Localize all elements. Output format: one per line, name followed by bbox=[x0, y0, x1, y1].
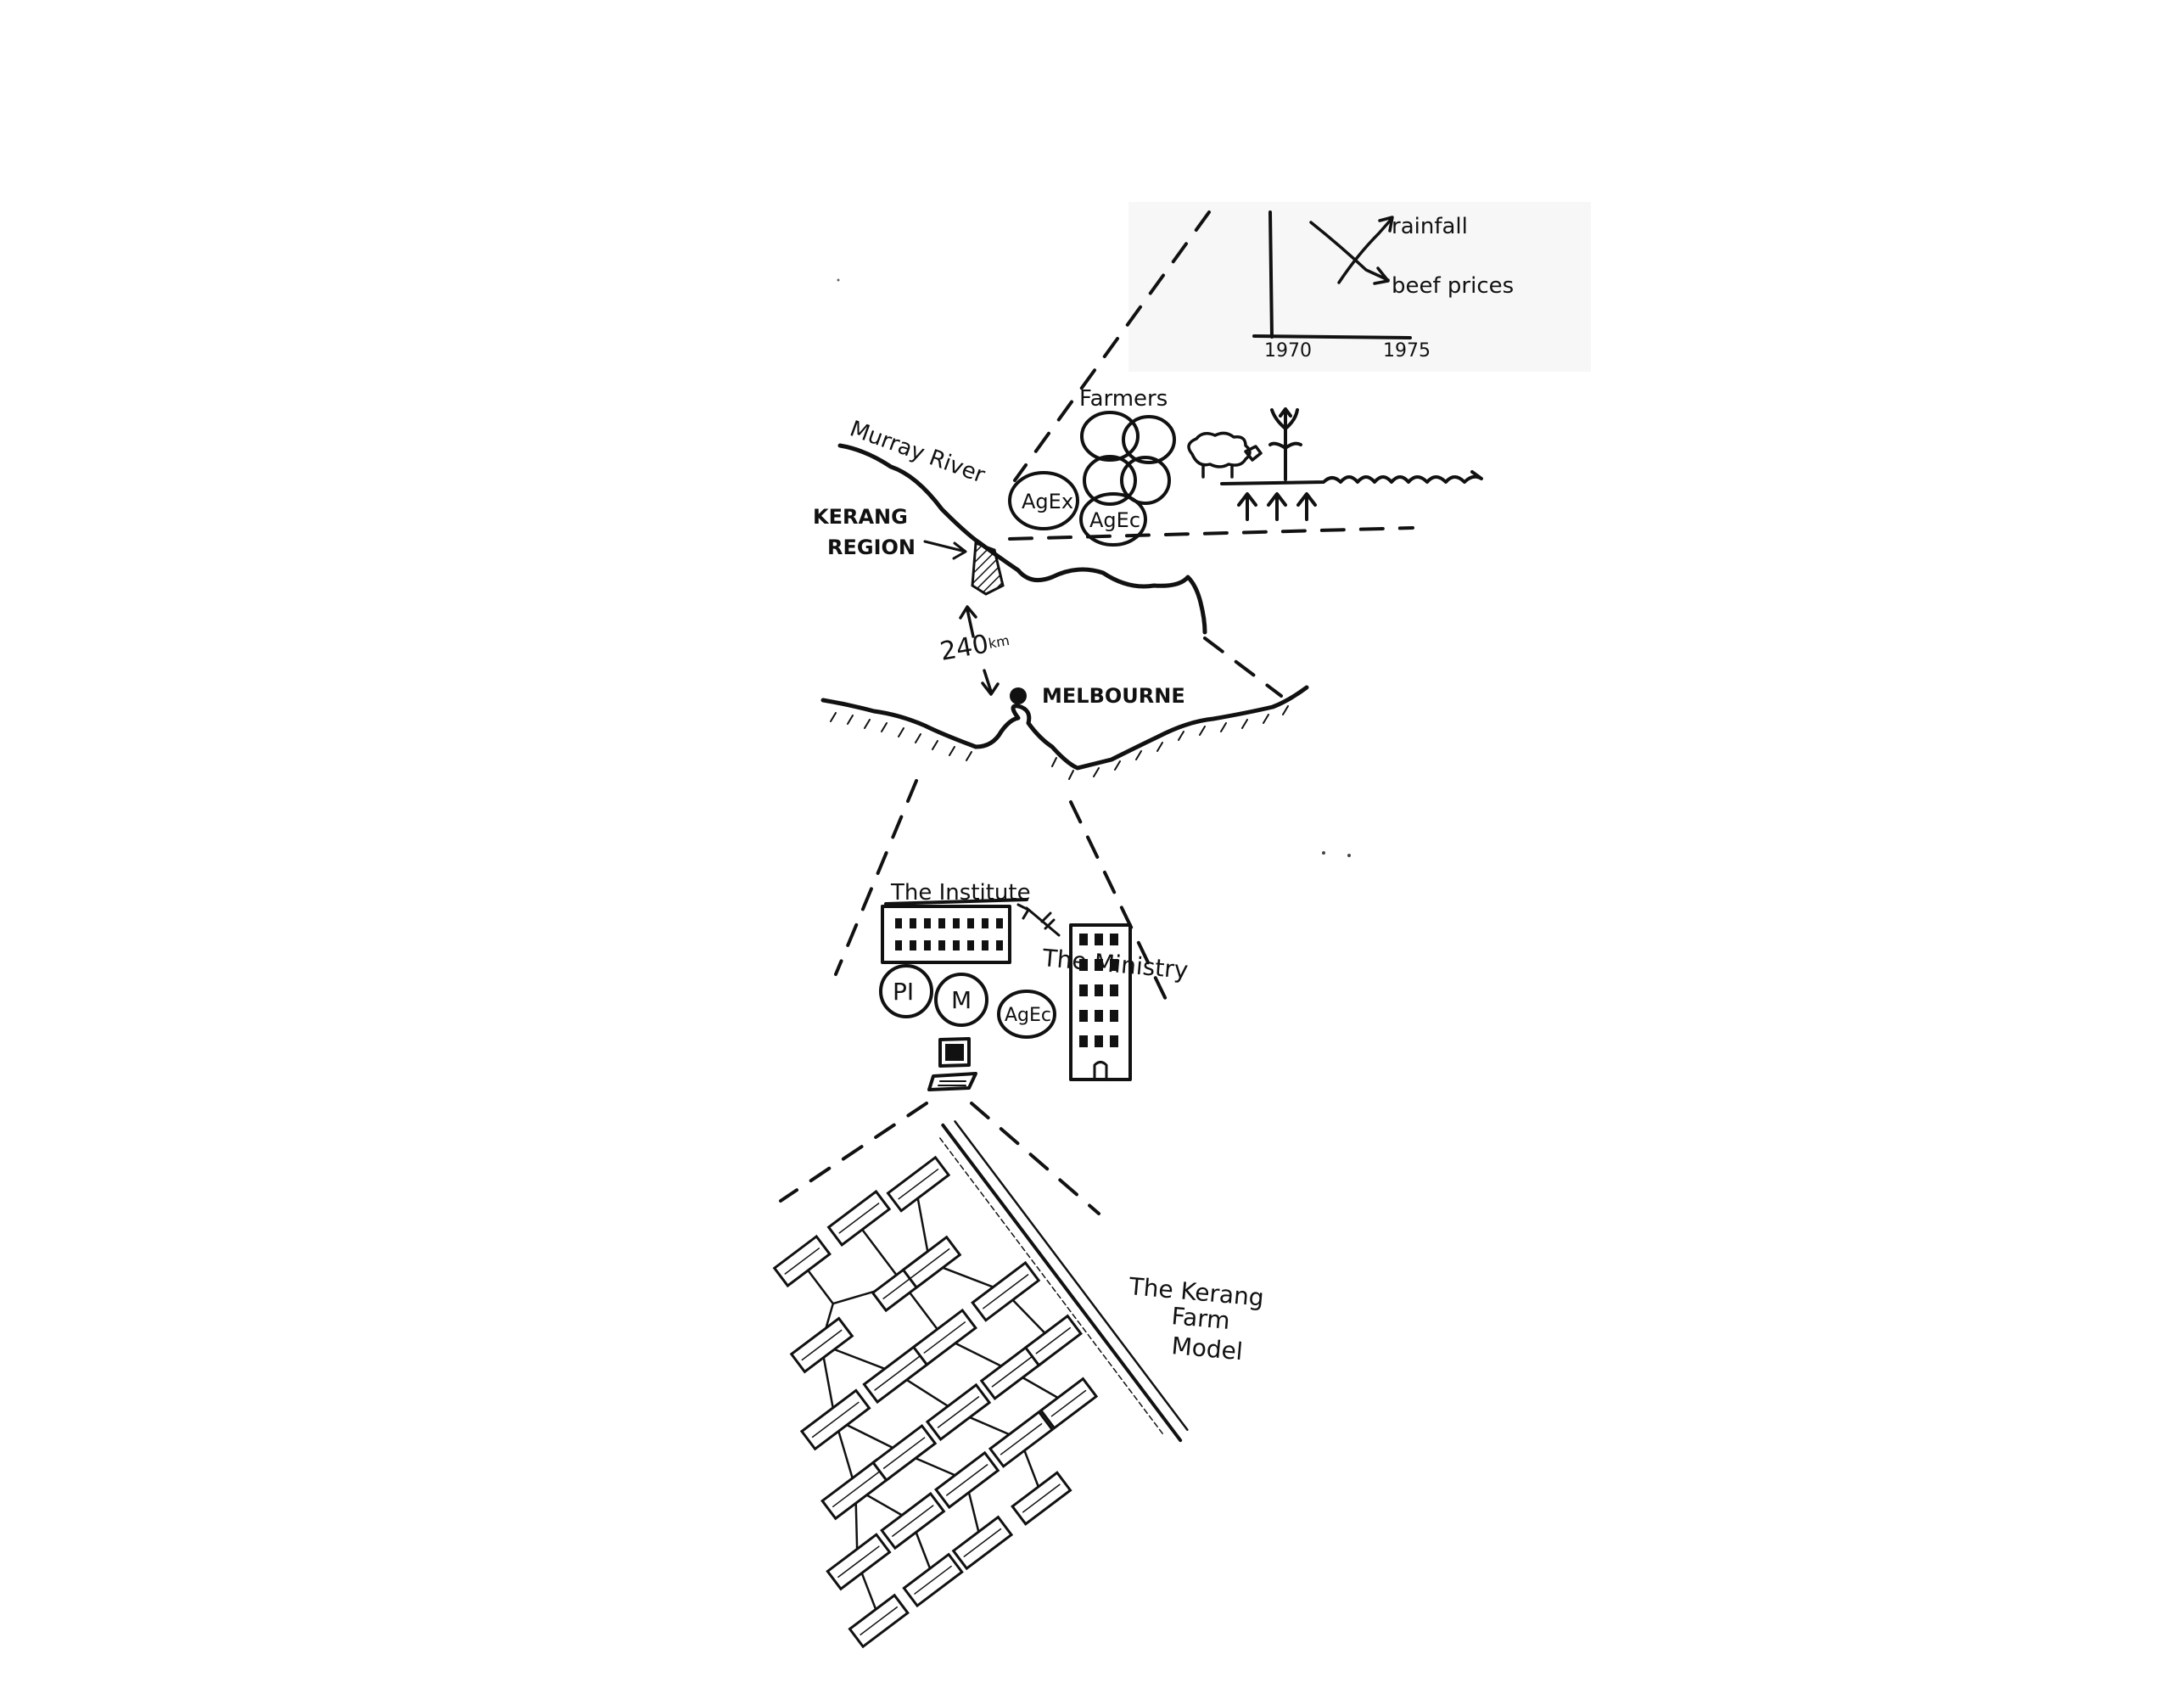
kerang-region-label-2: REGION bbox=[827, 536, 916, 559]
ground-line bbox=[1220, 470, 1483, 485]
ministry-building bbox=[1069, 923, 1132, 1081]
rainfall-trend-line bbox=[1337, 217, 1393, 284]
zoom-line-top-right bbox=[1008, 526, 1414, 541]
kerang-region-label-1: KERANG bbox=[813, 505, 908, 529]
up-arrow-2 bbox=[1267, 492, 1287, 521]
model-doc-right-edge bbox=[941, 1123, 1183, 1443]
m-label: M bbox=[951, 986, 972, 1014]
up-arrow-3 bbox=[1296, 492, 1317, 521]
ministry-windows bbox=[1079, 934, 1118, 1047]
speck bbox=[837, 278, 840, 282]
zoom-line-mid-left bbox=[834, 779, 918, 976]
model-title-line-3: Model bbox=[1170, 1332, 1244, 1366]
farmer-circle-1 bbox=[1080, 411, 1140, 462]
zoom-line-bottom-right bbox=[970, 1102, 1100, 1215]
farmer-circle-3 bbox=[1083, 455, 1137, 506]
distance-value: 240 bbox=[938, 629, 990, 666]
organisations: The Institute The Ministry PI M AgEc bbox=[879, 880, 1190, 1091]
agex-circle bbox=[1008, 471, 1079, 530]
farmers-label: Farmers bbox=[1079, 386, 1168, 412]
coastline-hatch bbox=[830, 705, 1289, 780]
institute-ministry-link bbox=[1016, 903, 1061, 937]
beef-prices-arrow-head bbox=[1373, 266, 1390, 285]
murray-river-line bbox=[837, 443, 1207, 635]
model-doc-title-strip bbox=[939, 1137, 1166, 1438]
speck bbox=[1322, 851, 1325, 855]
agec-circle bbox=[997, 990, 1056, 1039]
chart-panel bbox=[1128, 202, 1591, 372]
zoom-line-mid-right bbox=[1069, 800, 1173, 1012]
coastline bbox=[820, 685, 1309, 771]
agex-label: AgEx bbox=[1022, 490, 1073, 513]
farm-model-flowchart bbox=[772, 1120, 1189, 1649]
pi-circle bbox=[879, 964, 933, 1018]
zoom-line-bottom-left bbox=[779, 1102, 928, 1203]
farmer-circle-2 bbox=[1122, 415, 1176, 464]
agec-farm-circle bbox=[1079, 492, 1147, 547]
up-arrow-1 bbox=[1237, 492, 1257, 521]
flow-connectors bbox=[801, 1186, 1069, 1621]
rainfall-arrow-head bbox=[1378, 216, 1394, 233]
model-title-line-2: Farm bbox=[1170, 1302, 1231, 1335]
chart-y-axis bbox=[1268, 210, 1274, 339]
farmer-circle-4 bbox=[1120, 456, 1171, 505]
crop-plant-icon bbox=[1268, 407, 1302, 481]
trend-chart: rainfall beef prices 1970 1975 bbox=[1252, 210, 1514, 362]
pi-label: PI bbox=[893, 978, 914, 1006]
region-pointer-arrow bbox=[923, 540, 967, 560]
agec-farm-label: AgEc bbox=[1089, 508, 1140, 532]
sheep-icon bbox=[1187, 431, 1263, 479]
m-circle bbox=[934, 973, 988, 1027]
state-border-dashed bbox=[1203, 637, 1283, 698]
melbourne-label: MELBOURNE bbox=[1042, 684, 1185, 708]
melbourne-dot bbox=[1010, 687, 1027, 704]
year-end-label: 1975 bbox=[1383, 340, 1431, 362]
speck bbox=[1347, 854, 1351, 857]
computer-icon bbox=[927, 1037, 977, 1091]
institute-roof bbox=[884, 898, 1028, 906]
institute-windows bbox=[895, 918, 1003, 951]
flow-box-scribbles bbox=[784, 1169, 1087, 1635]
year-start-label: 1970 bbox=[1264, 340, 1312, 362]
zoom-line-top-left bbox=[1013, 210, 1211, 482]
rainfall-label: rainfall bbox=[1392, 214, 1468, 239]
institute-building bbox=[881, 905, 1011, 964]
model-doc-right-edge-2 bbox=[954, 1120, 1189, 1431]
farm-scene: Farmers AgEx AgEc bbox=[1008, 386, 1483, 547]
agec-label: AgEc bbox=[1005, 1005, 1051, 1026]
beef-prices-trend-line bbox=[1309, 221, 1390, 282]
beef-prices-label: beef prices bbox=[1392, 273, 1514, 299]
distance-arrow bbox=[959, 605, 1000, 696]
kerang-region-hatch bbox=[971, 541, 1005, 596]
chart-x-axis bbox=[1252, 334, 1412, 339]
ministry-door bbox=[1093, 1061, 1108, 1081]
distance-unit: km bbox=[987, 632, 1011, 652]
